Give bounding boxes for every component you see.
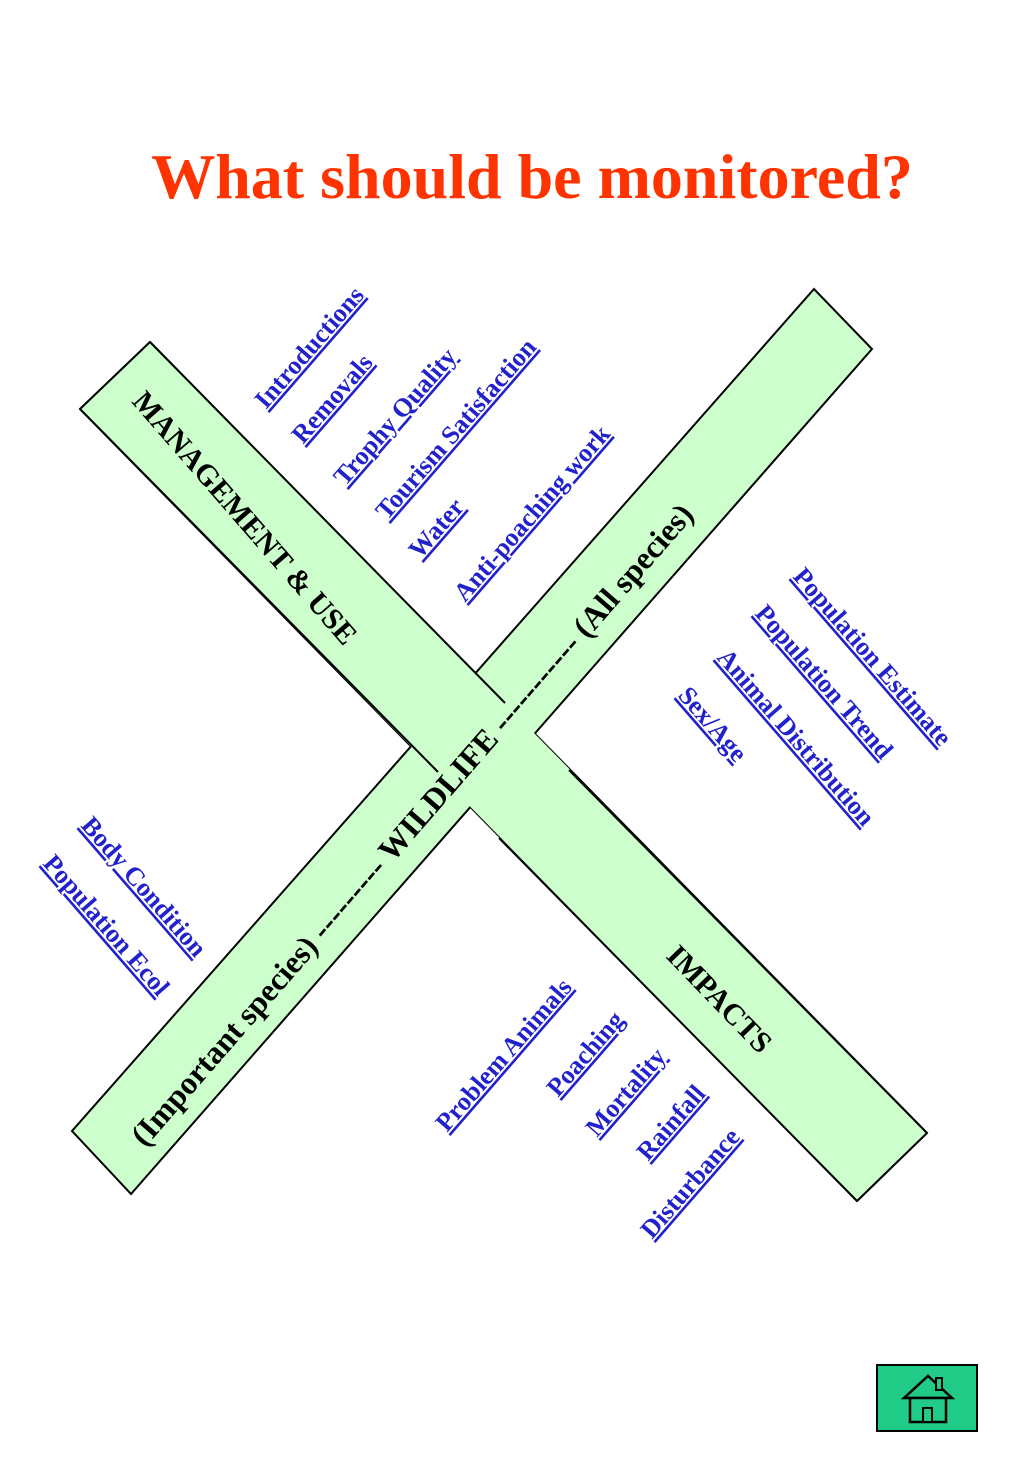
link-population-ecol[interactable]: Population Ecol — [37, 849, 175, 1002]
home-icon — [900, 1374, 956, 1424]
link-water[interactable]: Water — [403, 493, 470, 564]
page-title: What should be monitored? — [151, 141, 913, 212]
link-body-condition[interactable]: Body Condition — [75, 811, 212, 963]
home-button[interactable] — [876, 1364, 978, 1432]
link-problem-animals[interactable]: Problem Animals — [430, 973, 578, 1137]
